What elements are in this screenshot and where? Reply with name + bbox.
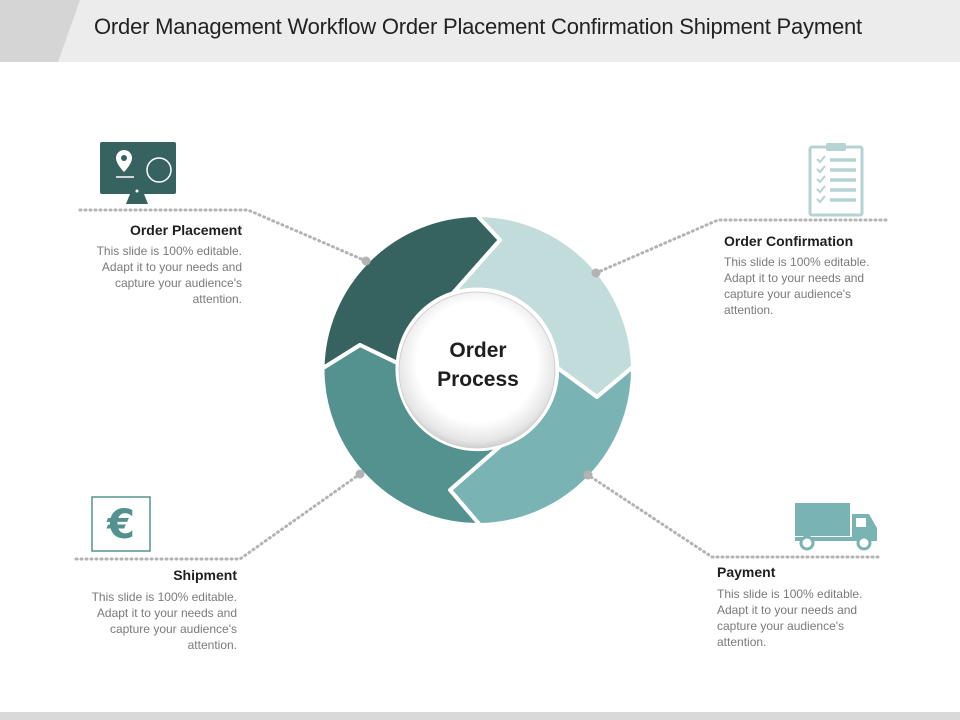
step-heading-order-confirmation: Order Confirmation	[724, 233, 854, 249]
connector-payment	[586, 473, 880, 559]
truck-icon	[795, 503, 877, 551]
monitor-map-icon	[100, 142, 176, 204]
step-description-order-confirmation: This slide is 100% editable. Adapt it to…	[724, 255, 870, 317]
step-description-payment: This slide is 100% editable. Adapt it to…	[717, 587, 863, 649]
connector-lines	[74, 208, 888, 561]
title-band-tab	[0, 0, 80, 62]
center-label: Order Process	[400, 336, 556, 394]
euro-icon: €	[91, 496, 151, 552]
center-circle	[398, 291, 556, 449]
connector-shipment	[74, 472, 362, 561]
connector-dot	[361, 256, 371, 266]
footer-bar	[0, 712, 960, 720]
center-label-line1: Order	[449, 339, 507, 362]
step-heading-order-placement: Order Placement	[129, 222, 242, 238]
connector-order-placement	[78, 208, 368, 263]
svg-text:€: €	[106, 502, 135, 548]
center-label-line2: Process	[437, 368, 519, 391]
clipboard-checklist-icon	[808, 143, 864, 217]
step-description-order-placement: This slide is 100% editable. Adapt it to…	[96, 244, 242, 306]
connector-dot	[355, 469, 365, 479]
step-heading-shipment: Shipment	[173, 567, 237, 583]
connector-dot	[583, 470, 593, 480]
connector-dot	[591, 268, 601, 278]
slide-title: Order Management Workflow Order Placemen…	[94, 14, 862, 39]
connector-dots	[355, 256, 601, 480]
step-description-shipment: This slide is 100% editable. Adapt it to…	[91, 590, 237, 652]
connector-order-confirmation	[594, 218, 888, 275]
title-band	[0, 0, 960, 62]
step-heading-payment: Payment	[717, 564, 776, 580]
